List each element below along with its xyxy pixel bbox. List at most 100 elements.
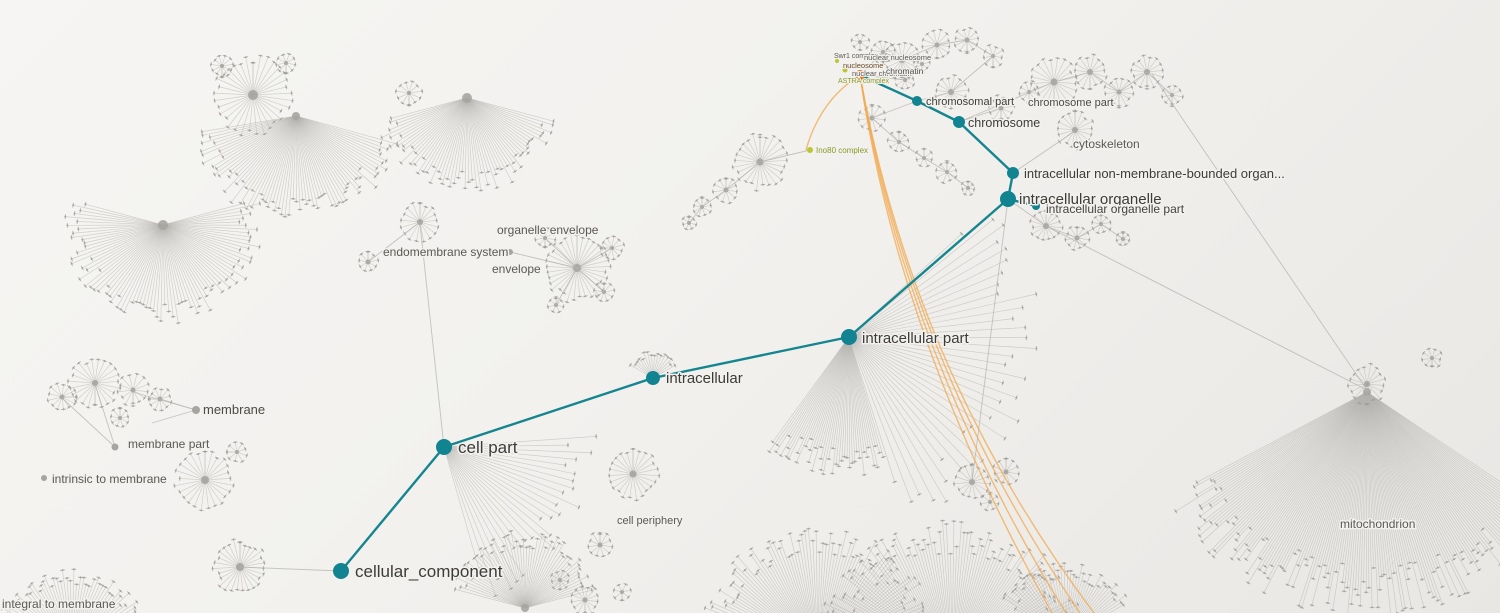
label-chromosomal-part[interactable]: chromosomal part — [925, 95, 1016, 110]
label-intracellular-non-membrane-bounded-organ[interactable]: intracellular non-membrane-bounded organ… — [1023, 165, 1287, 183]
cluster — [979, 491, 1000, 512]
orange-association-edges — [805, 74, 1095, 613]
label-endomembrane-system[interactable]: endomembrane system — [382, 244, 510, 261]
cluster — [587, 531, 614, 558]
cluster — [599, 235, 626, 261]
node-intracellular[interactable] — [646, 371, 660, 385]
cluster — [882, 41, 920, 80]
cluster — [914, 147, 934, 168]
cluster — [211, 538, 266, 592]
label-intracellular-part[interactable]: intracellular part — [861, 329, 972, 349]
cluster — [1002, 562, 1128, 613]
label-cytoskeleton[interactable]: cytoskeleton — [1072, 136, 1142, 153]
node-lime[interactable] — [807, 147, 813, 153]
node-lime[interactable] — [842, 67, 848, 73]
cluster — [612, 582, 632, 602]
label-envelope[interactable]: envelope — [491, 261, 543, 278]
label-intracellular-organelle[interactable]: intracellular organelle — [1018, 190, 1164, 210]
cluster — [399, 201, 440, 243]
label-astra-complex[interactable]: ASTRA complex — [837, 77, 890, 86]
label-chromatin[interactable]: chromatin — [885, 65, 925, 77]
label-chromosome[interactable]: chromosome — [967, 115, 1042, 132]
gray-edges — [61, 39, 1368, 572]
cluster — [394, 80, 424, 107]
cluster — [212, 54, 294, 137]
label-nuclear-nucleosome[interactable]: nuclear nucleosome — [863, 52, 932, 63]
node-teal[interactable] — [1032, 202, 1040, 210]
node-intracellular-organelle[interactable] — [1000, 191, 1016, 207]
cluster — [912, 55, 931, 74]
cluster — [64, 200, 261, 325]
node-gray[interactable] — [192, 406, 200, 414]
cluster — [546, 296, 565, 314]
node-gray[interactable] — [507, 249, 513, 255]
cluster — [982, 44, 1005, 69]
label-mitochondrion[interactable]: mitochondrion — [1339, 516, 1417, 533]
node-lime[interactable] — [835, 59, 839, 63]
label-cell-part[interactable]: cell part — [457, 437, 520, 459]
label-nucleosome[interactable]: nucleosome — [842, 60, 884, 71]
node-intracellular-part[interactable] — [841, 329, 857, 345]
label-integral-to-membrane[interactable]: integral to membrane — [1, 596, 118, 613]
cluster — [1346, 362, 1387, 406]
label-cell-periphery[interactable]: cell periphery — [616, 514, 685, 529]
cluster — [380, 93, 555, 192]
node-nucleosome-highlight[interactable] — [855, 70, 865, 80]
node-lime[interactable] — [850, 78, 856, 84]
cluster — [116, 372, 150, 407]
cluster — [1115, 230, 1131, 247]
cluster — [992, 457, 1020, 486]
label-ino80-complex[interactable]: Ino80 complex — [815, 145, 869, 156]
cluster — [850, 33, 871, 52]
cluster — [953, 27, 980, 55]
cluster — [731, 132, 789, 192]
cluster — [209, 54, 235, 79]
cluster — [225, 441, 249, 464]
cluster — [1421, 347, 1443, 368]
cluster — [1174, 388, 1500, 613]
node-cell-part[interactable] — [436, 439, 452, 455]
cluster — [173, 450, 235, 512]
cluster — [894, 68, 916, 90]
label-chromosome-part[interactable]: chromosome part — [1027, 96, 1116, 111]
cluster — [857, 103, 886, 132]
label-cellular-component[interactable]: cellular_component — [354, 561, 505, 583]
cluster — [608, 447, 661, 502]
label-nuclear-chromatin[interactable]: nuclear chromatin — [851, 68, 913, 79]
label-intracellular[interactable]: intracellular — [665, 369, 745, 389]
cluster — [681, 215, 698, 231]
cluster — [46, 382, 78, 411]
node-cellular-component[interactable] — [333, 563, 349, 579]
cluster — [848, 217, 1038, 503]
cluster — [960, 180, 976, 197]
label-intrinsic-to-membrane[interactable]: intrinsic to membrane — [51, 471, 169, 488]
cluster — [886, 130, 911, 153]
nodes — [41, 59, 1040, 579]
cluster — [66, 358, 122, 409]
cluster — [1073, 53, 1108, 91]
cluster — [570, 585, 599, 613]
cluster — [454, 529, 594, 612]
cluster — [820, 519, 1080, 613]
node-chromosomal-part[interactable] — [912, 96, 922, 106]
cluster — [358, 250, 380, 273]
node-labels: cellular_component cell part intracellular… — [1, 52, 1417, 613]
node-gray[interactable] — [111, 443, 119, 451]
label-membrane-part[interactable]: membrane part — [127, 436, 212, 453]
node-gray[interactable] — [41, 475, 47, 481]
cluster — [443, 433, 598, 598]
label-swr1-complex[interactable]: Swr1 complex — [833, 52, 879, 61]
cluster — [703, 527, 925, 613]
node-chromosome[interactable] — [953, 116, 965, 128]
label-membrane[interactable]: membrane — [202, 401, 267, 419]
highlighted-path — [339, 73, 1038, 573]
cluster — [199, 112, 399, 218]
cluster — [921, 28, 951, 60]
label-organelle-envelope[interactable]: organelle envelope — [496, 222, 601, 239]
node-intracellular-non-membrane-bounded-organ[interactable] — [1007, 167, 1019, 179]
label-intracellular-organelle-part[interactable]: intracellular organelle part — [1045, 201, 1187, 218]
cluster — [109, 406, 130, 428]
cluster — [1056, 109, 1095, 151]
